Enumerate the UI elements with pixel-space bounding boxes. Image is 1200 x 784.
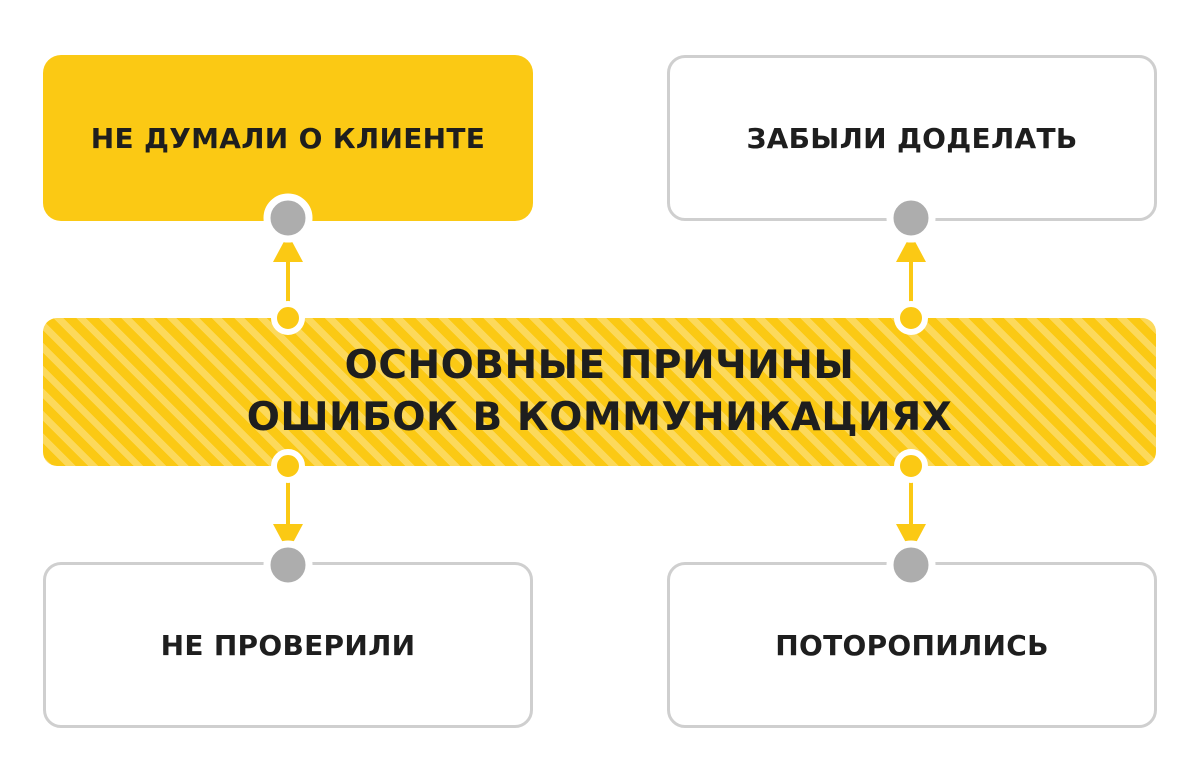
arrow-down-icon: [273, 524, 303, 552]
arrow-down-icon: [896, 524, 926, 552]
arrow-up-icon: [896, 234, 926, 262]
cause-label: ЗАБЫЛИ ДОДЕЛАТЬ: [746, 121, 1078, 155]
cause-box-top-right: ЗАБЫЛИ ДОДЕЛАТЬ: [667, 55, 1157, 221]
central-topic-line-1: ОСНОВНЫЕ ПРИЧИНЫ: [344, 343, 855, 388]
cause-box-bottom-left: НЕ ПРОВЕРИЛИ: [43, 562, 533, 728]
central-topic-line-2: ОШИБОК В КОММУНИКАЦИЯХ: [246, 395, 953, 440]
cause-label: НЕ ПРОВЕРИЛИ: [160, 628, 416, 662]
central-topic-box: ОСНОВНЫЕ ПРИЧИНЫ ОШИБОК В КОММУНИКАЦИЯХ: [43, 318, 1156, 466]
cause-label: НЕ ДУМАЛИ О КЛИЕНТЕ: [90, 121, 486, 155]
cause-label: ПОТОРОПИЛИСЬ: [775, 628, 1049, 662]
arrow-up-icon: [273, 234, 303, 262]
cause-box-top-left: НЕ ДУМАЛИ О КЛИЕНТЕ: [43, 55, 533, 221]
cause-box-bottom-right: ПОТОРОПИЛИСЬ: [667, 562, 1157, 728]
